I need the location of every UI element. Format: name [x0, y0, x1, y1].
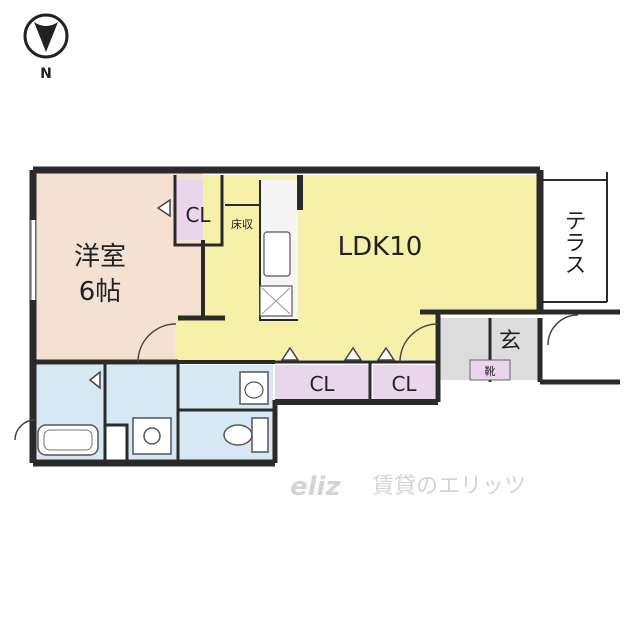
floor-storage-label: 床収	[231, 217, 253, 231]
washing-machine-icon	[132, 417, 172, 455]
compass-ring-icon	[23, 13, 69, 59]
compass-north-label: N	[40, 66, 52, 82]
closet-door-marker-icon	[280, 346, 300, 361]
closet-hall-1	[275, 365, 370, 400]
compass: N	[23, 13, 69, 82]
walls	[29, 166, 620, 467]
door-swing-bath	[14, 419, 36, 441]
door-marker-icon	[88, 370, 101, 390]
door-swing-entrance	[547, 314, 579, 346]
closet-label: CL	[391, 372, 417, 396]
compass-needle-icon	[34, 22, 58, 52]
pipe-space	[105, 425, 127, 460]
western-room-name: 洋室	[74, 242, 126, 272]
bathtub-icon	[37, 424, 99, 456]
entrance-label: 玄	[499, 329, 521, 354]
shoe-box	[469, 359, 511, 381]
watermark-brand: 賃貸のエリッツ	[372, 474, 526, 499]
door-swing-western	[137, 323, 177, 363]
closet-label: CL	[309, 372, 335, 396]
terrace	[540, 172, 607, 302]
watermark-logo: eliz	[290, 472, 341, 502]
toilet-icon	[223, 424, 253, 446]
washbasin-icon	[239, 371, 269, 405]
closet-hall-2	[373, 365, 435, 400]
terrace-label: テラス	[561, 209, 586, 275]
sink-icon	[263, 231, 291, 277]
door-swing-ldk	[399, 323, 439, 363]
shoe-box-label: 靴	[485, 364, 496, 378]
windows	[30, 220, 37, 300]
western-room-size: 6帖	[79, 277, 122, 307]
closet-door-marker-icon	[156, 198, 171, 218]
ldk-label: LDK10	[338, 232, 423, 262]
closet-door-marker-icon	[343, 346, 363, 361]
closet-label: CL	[185, 203, 211, 227]
fixtures	[37, 231, 511, 456]
door-swings	[14, 198, 579, 441]
closet-door-marker-icon	[376, 346, 396, 361]
toilet-tank-icon	[251, 417, 269, 453]
watermark: eliz 賃貸のエリッツ	[290, 472, 526, 502]
